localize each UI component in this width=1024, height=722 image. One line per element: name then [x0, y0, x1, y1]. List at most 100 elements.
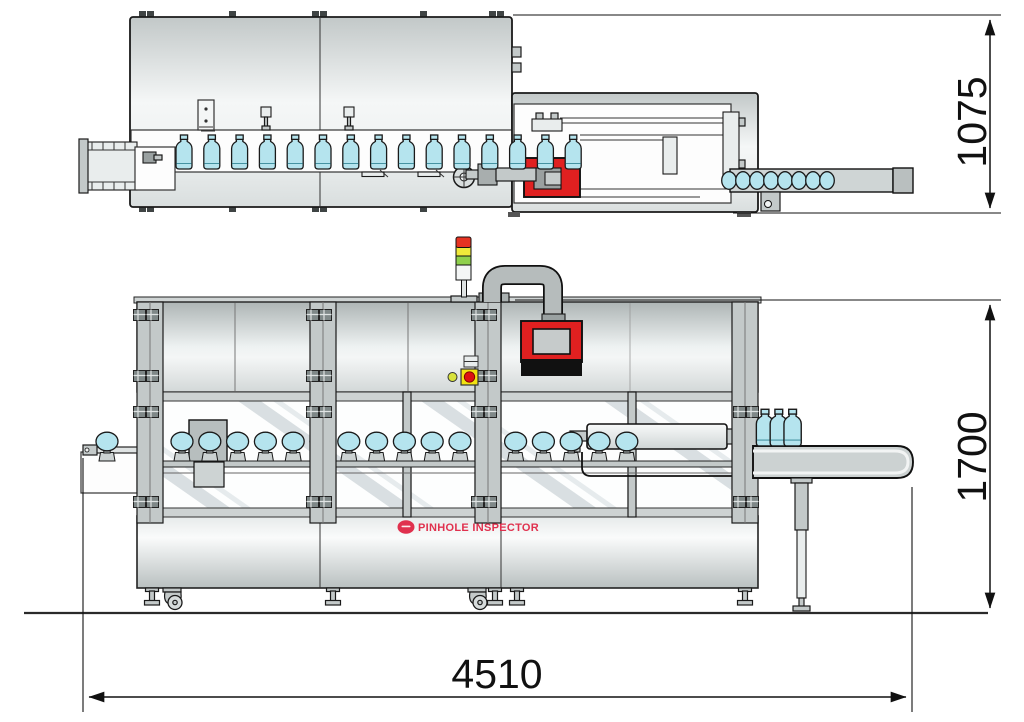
- bottle-top-icon: [763, 171, 779, 190]
- bottle-puck-icon: [198, 431, 222, 462]
- bottle-puck-icon: [95, 431, 119, 462]
- outfeed-table-bottles: [755, 408, 802, 447]
- side-view: PINHOLE INSPECTOR: [24, 236, 988, 615]
- clamp-block-icon: [732, 405, 747, 419]
- bottle-puck-icon: [587, 431, 611, 462]
- guide-bracket-icon: [417, 169, 445, 178]
- control-plate: [447, 355, 479, 386]
- bottle-puck-icon: [420, 431, 444, 462]
- sensor-probe-icon: [260, 106, 272, 131]
- clamp-block-icon: [145, 405, 160, 419]
- bottle-top-icon: [749, 171, 765, 190]
- dim-length-label: 4510: [451, 651, 542, 697]
- indicator-lamp: [447, 372, 458, 382]
- bottle-top-icon: [805, 171, 821, 190]
- bottle-puck-icon: [337, 431, 361, 462]
- dimension-length: 4510: [82, 458, 913, 712]
- outfeed-table: [752, 408, 914, 612]
- bottle-puck-icon: [170, 431, 194, 462]
- clamp-block-icon: [745, 495, 760, 509]
- machine-feet: [143, 587, 754, 611]
- table-leg: [794, 482, 809, 531]
- conveyor-motor-icon: [760, 191, 781, 212]
- bottle-puck-icon: [559, 431, 583, 462]
- caster-wheel-icon: [162, 587, 183, 611]
- clamp-bracket-icon: [531, 112, 563, 132]
- bottle-top-icon: [777, 171, 793, 190]
- clamp-block-icon: [305, 369, 320, 383]
- clamp-block-icon: [132, 405, 147, 419]
- dim-height-label: 1700: [949, 411, 995, 502]
- brand-logo: PINHOLE INSPECTOR: [397, 520, 539, 534]
- dimension-depth: 1075: [513, 14, 1001, 214]
- bottle-puck-icon: [225, 431, 250, 462]
- clamp-block-icon: [145, 495, 160, 509]
- bottle-top-icon: [721, 171, 737, 190]
- clamp-block-icon: [470, 405, 485, 419]
- bottle-puck-icon: [531, 431, 556, 462]
- bottle-puck-icon: [448, 431, 472, 462]
- bottle-top-icon: [819, 171, 835, 190]
- bottle-puck-icon: [503, 431, 528, 462]
- leveling-foot-icon: [736, 587, 754, 606]
- side-view-upper-panels: [133, 296, 762, 393]
- top-view-exit-conveyor: [721, 167, 914, 212]
- emergency-stop-button: [460, 368, 479, 386]
- sensor-plate-icon: [197, 99, 215, 132]
- top-view-exit-bottles: [721, 171, 835, 190]
- transfer-guide-rail: [581, 452, 748, 477]
- side-view-base-skirt: [136, 515, 759, 589]
- leveling-foot-icon: [486, 587, 504, 606]
- dimension-height: 1700: [515, 299, 1001, 609]
- clamp-block-icon: [745, 405, 760, 419]
- top-view-bottle-row: [175, 134, 582, 170]
- dimension-annotations: 1075 1700 4510: [82, 14, 1001, 712]
- clamp-block-icon: [132, 369, 147, 383]
- top-view-infeed-conveyor: [78, 138, 176, 194]
- leveling-foot-icon: [508, 587, 526, 606]
- inspection-station-front: [193, 461, 225, 488]
- top-view-sensors: [197, 99, 445, 178]
- clamp-block-icon: [318, 369, 333, 383]
- monitor-arm: [478, 265, 566, 322]
- sensor-probe-icon: [343, 106, 355, 131]
- caster-wheel-icon: [467, 587, 488, 611]
- bottle-top-icon: [791, 171, 807, 190]
- clamp-block-icon: [483, 308, 498, 322]
- clamp-block-icon: [483, 369, 498, 383]
- guide-bracket-icon: [361, 169, 389, 178]
- clamp-block-icon: [470, 308, 485, 322]
- side-view-windows: [162, 391, 733, 518]
- clamp-block-icon: [318, 308, 333, 322]
- logo-text: PINHOLE INSPECTOR: [418, 522, 539, 534]
- clamp-block-icon: [732, 495, 747, 509]
- clamp-block-icon: [305, 495, 320, 509]
- signal-tower-icon: [450, 236, 478, 303]
- dim-depth-label: 1075: [949, 76, 995, 167]
- clamp-block-icon: [305, 405, 320, 419]
- hmi-monitor: [520, 320, 583, 376]
- clamp-block-icon: [483, 495, 498, 509]
- clamp-block-icon: [318, 405, 333, 419]
- bottle-puck-icon: [615, 431, 639, 462]
- leveling-foot-icon: [143, 587, 161, 606]
- clamp-block-icon: [132, 495, 147, 509]
- clamp-block-icon: [305, 308, 320, 322]
- window-panel: [635, 400, 733, 509]
- hmi-screen: [532, 328, 571, 355]
- clamp-block-icon: [483, 405, 498, 419]
- clamp-block-icon: [470, 495, 485, 509]
- hmi-base: [521, 359, 582, 376]
- clamp-block-icon: [132, 308, 147, 322]
- clamp-block-icon: [145, 369, 160, 383]
- bottle-puck-icon: [364, 431, 389, 462]
- bottle-puck-icon: [392, 431, 417, 462]
- clamp-block-icon: [318, 495, 333, 509]
- bottle-icon: [783, 408, 802, 447]
- clamp-block-icon: [145, 308, 160, 322]
- bottle-puck-icon: [253, 431, 278, 462]
- top-view: [78, 11, 914, 217]
- bottle-top-icon: [735, 171, 751, 190]
